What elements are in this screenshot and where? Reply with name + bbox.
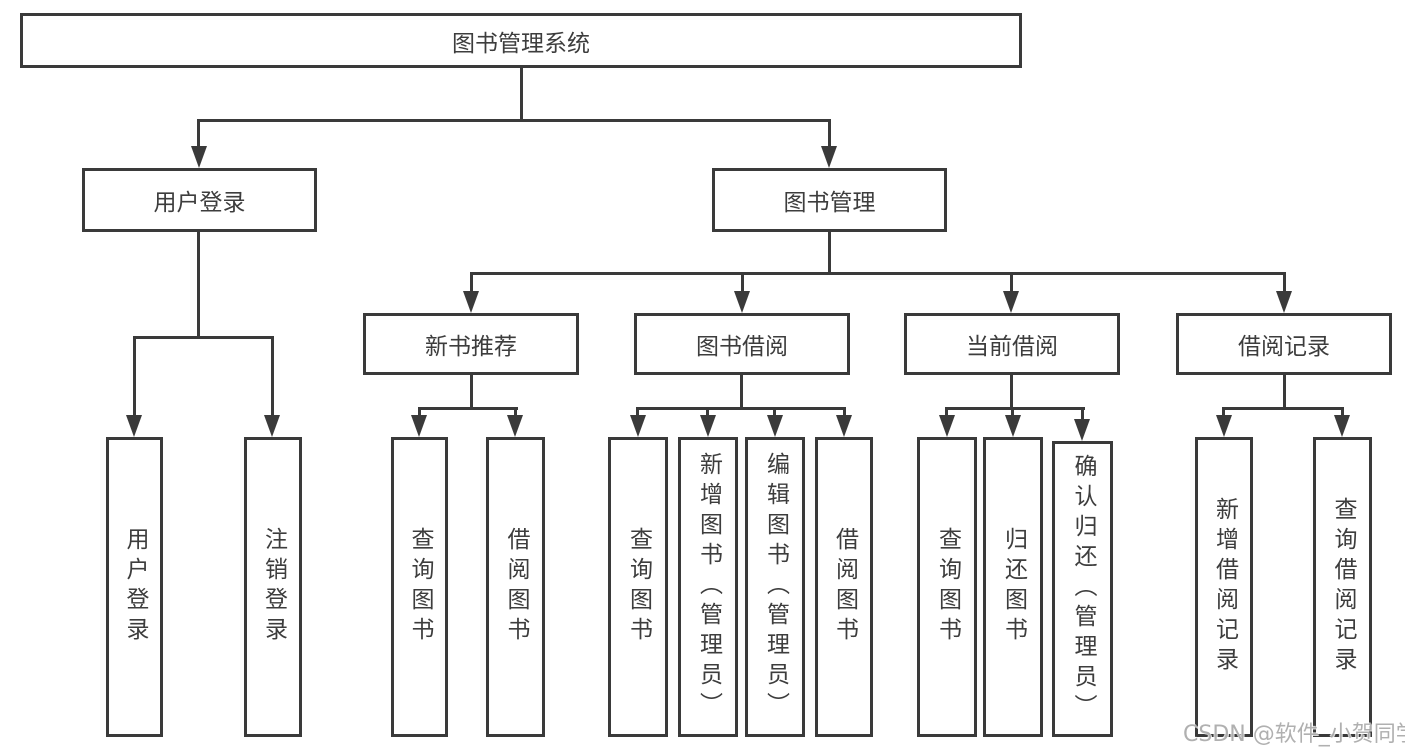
connector bbox=[1010, 272, 1013, 293]
connector bbox=[741, 272, 744, 293]
node-root: 图书管理系统 bbox=[20, 13, 1022, 68]
node-book-management: 图书管理 bbox=[712, 168, 947, 232]
connector bbox=[418, 407, 518, 410]
leaf-query-books-2: 查询图书 bbox=[608, 437, 668, 737]
connector bbox=[828, 232, 831, 275]
leaf-return-books-label: 归还图书 bbox=[1000, 527, 1027, 647]
leaf-add-borrow-record: 新增借阅记录 bbox=[1195, 437, 1253, 737]
arrow-down-icon bbox=[411, 415, 427, 437]
leaf-borrow-books-1-label: 借阅图书 bbox=[503, 527, 529, 647]
leaf-confirm-return-admin: 确认归还（管理员） bbox=[1052, 441, 1113, 737]
leaf-borrow-books-2: 借阅图书 bbox=[815, 437, 873, 737]
leaf-query-borrow-record-label: 查询借阅记录 bbox=[1330, 497, 1356, 677]
connector bbox=[773, 407, 776, 418]
connector bbox=[1222, 407, 1225, 418]
leaf-query-borrow-record: 查询借阅记录 bbox=[1313, 437, 1372, 737]
leaf-add-borrow-record-label: 新增借阅记录 bbox=[1211, 497, 1238, 677]
node-book-management-label: 图书管理 bbox=[783, 190, 876, 216]
arrow-down-icon bbox=[126, 415, 142, 437]
arrow-down-icon bbox=[700, 415, 716, 437]
leaf-query-books-1: 查询图书 bbox=[391, 437, 448, 737]
node-root-label: 图书管理系统 bbox=[452, 30, 590, 57]
csdn-watermark: CSDN @软件_小贺同学 bbox=[1183, 722, 1405, 747]
leaf-user-login: 用户登录 bbox=[106, 437, 163, 737]
connector bbox=[1010, 375, 1013, 410]
connector bbox=[945, 407, 948, 418]
connector bbox=[1011, 407, 1014, 418]
leaf-query-books-1-label: 查询图书 bbox=[407, 527, 433, 647]
connector bbox=[1222, 407, 1344, 410]
node-book-borrow: 图书借阅 bbox=[634, 313, 850, 375]
arrow-down-icon bbox=[821, 146, 837, 168]
connector bbox=[133, 336, 274, 339]
leaf-return-books: 归还图书 bbox=[983, 437, 1043, 737]
arrow-down-icon bbox=[630, 415, 646, 437]
connector bbox=[470, 375, 473, 410]
arrow-down-icon bbox=[767, 415, 783, 437]
connector bbox=[636, 407, 846, 410]
connector bbox=[1341, 407, 1344, 418]
arrow-down-icon bbox=[734, 291, 750, 313]
node-new-book-recommend-label: 新书推荐 bbox=[425, 334, 517, 360]
connector bbox=[636, 407, 639, 418]
connector bbox=[843, 407, 846, 418]
leaf-logout-label: 注销登录 bbox=[260, 527, 287, 647]
leaf-edit-books-admin-label: 编辑图书（管理员） bbox=[762, 452, 789, 722]
leaf-edit-books-admin: 编辑图书（管理员） bbox=[745, 437, 805, 737]
connector bbox=[418, 407, 421, 418]
leaf-add-books-admin-label: 新增图书（管理员） bbox=[695, 452, 722, 722]
connector bbox=[197, 119, 200, 149]
node-borrow-records-label: 借阅记录 bbox=[1238, 334, 1330, 360]
arrow-down-icon bbox=[836, 415, 852, 437]
node-book-borrow-label: 图书借阅 bbox=[696, 334, 788, 360]
leaf-borrow-books-1: 借阅图书 bbox=[486, 437, 545, 737]
leaf-add-books-admin: 新增图书（管理员） bbox=[678, 437, 738, 737]
connector bbox=[945, 407, 1085, 410]
leaf-logout: 注销登录 bbox=[244, 437, 302, 737]
connector bbox=[1283, 272, 1286, 293]
leaf-query-books-3-label: 查询图书 bbox=[934, 527, 961, 647]
connector bbox=[828, 119, 831, 149]
connector bbox=[470, 272, 1286, 275]
arrow-down-icon bbox=[1005, 415, 1021, 437]
arrow-down-icon bbox=[507, 415, 523, 437]
node-current-borrow: 当前借阅 bbox=[904, 313, 1120, 375]
connector bbox=[198, 119, 831, 122]
arrow-down-icon bbox=[1216, 415, 1232, 437]
arrow-down-icon bbox=[1276, 291, 1292, 313]
node-user-login-label: 用户登录 bbox=[153, 190, 246, 216]
connector bbox=[520, 68, 523, 122]
leaf-borrow-books-2-label: 借阅图书 bbox=[831, 527, 858, 647]
connector bbox=[271, 336, 274, 418]
connector bbox=[133, 336, 136, 418]
connector bbox=[197, 232, 200, 339]
connector bbox=[706, 407, 709, 418]
arrow-down-icon bbox=[463, 291, 479, 313]
connector bbox=[1283, 375, 1286, 410]
arrow-down-icon bbox=[939, 415, 955, 437]
connector bbox=[514, 407, 517, 418]
node-current-borrow-label: 当前借阅 bbox=[966, 334, 1058, 360]
connector bbox=[740, 375, 743, 410]
node-new-book-recommend: 新书推荐 bbox=[363, 313, 579, 375]
node-user-login: 用户登录 bbox=[82, 168, 317, 232]
arrow-down-icon bbox=[1334, 415, 1350, 437]
connector bbox=[470, 272, 473, 293]
leaf-confirm-return-admin-label: 确认归还（管理员） bbox=[1070, 454, 1096, 724]
node-borrow-records: 借阅记录 bbox=[1176, 313, 1392, 375]
connector bbox=[1081, 407, 1084, 422]
arrow-down-icon bbox=[1074, 419, 1090, 441]
arrow-down-icon bbox=[1003, 291, 1019, 313]
leaf-query-books-2-label: 查询图书 bbox=[625, 527, 652, 647]
arrow-down-icon bbox=[191, 146, 207, 168]
leaf-user-login-label: 用户登录 bbox=[122, 527, 148, 647]
leaf-query-books-3: 查询图书 bbox=[917, 437, 977, 737]
arrow-down-icon bbox=[264, 415, 280, 437]
